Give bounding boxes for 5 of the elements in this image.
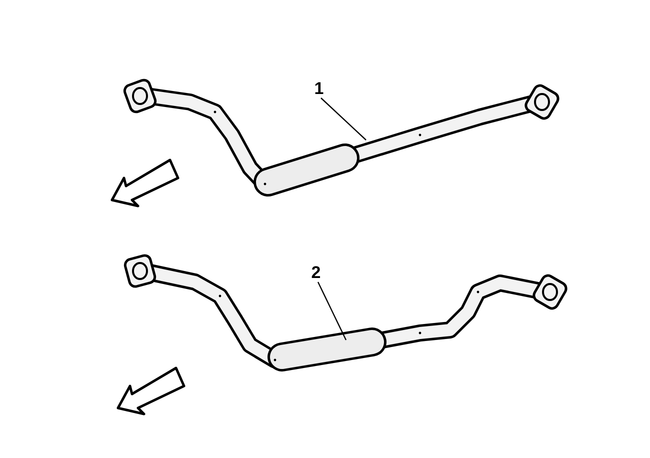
- exhaust-pipe-drawing: [122, 252, 570, 372]
- leader-line: [317, 282, 347, 340]
- callout-number: 1: [312, 80, 326, 98]
- callout-number: 2: [309, 264, 323, 282]
- leader-line: [320, 98, 366, 140]
